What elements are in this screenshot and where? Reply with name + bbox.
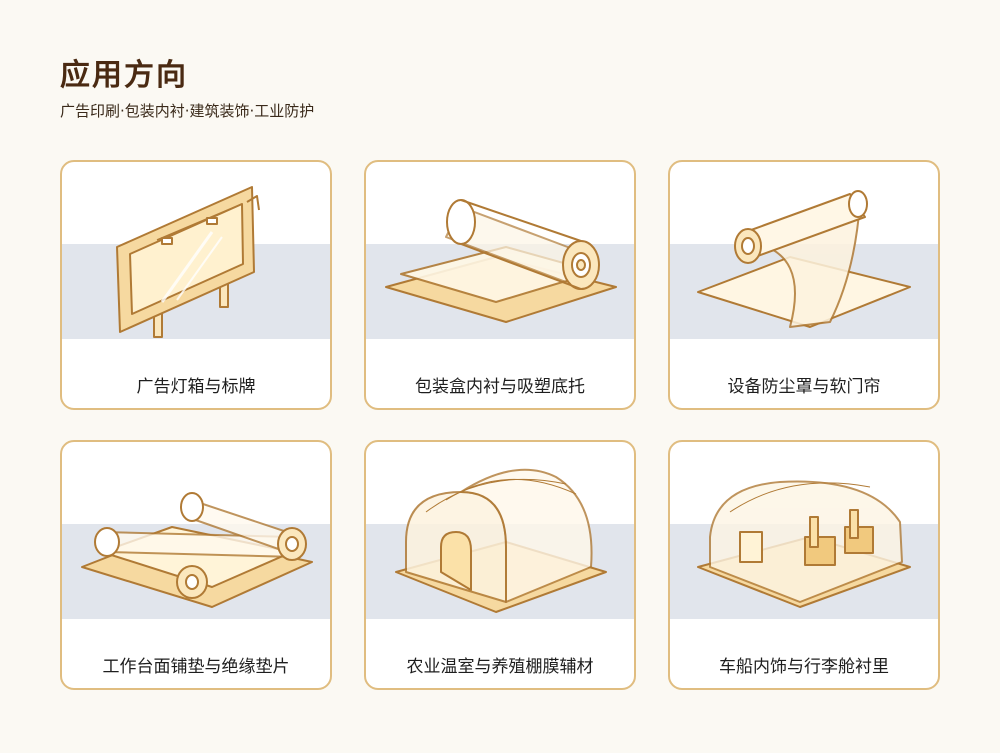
card-label: 农业温室与养殖棚膜辅材 <box>406 657 594 677</box>
application-card-work-mat[interactable]: 工作台面铺垫与绝缘垫片 <box>60 440 332 690</box>
film-roll-sheets-icon <box>385 199 617 323</box>
greenhouse-tunnel-icon <box>395 468 607 613</box>
billboard-icon <box>116 186 260 338</box>
vehicle-interior-lining-icon <box>697 480 911 608</box>
application-card-greenhouse[interactable]: 农业温室与养殖棚膜辅材 <box>364 440 636 690</box>
page-subtitle: 广告印刷·包装内衬·建筑装饰·工业防护 <box>60 102 315 120</box>
card-label: 包装盒内衬与吸塑底托 <box>415 377 585 397</box>
application-card-packaging[interactable]: 包装盒内衬与吸塑底托 <box>364 160 636 410</box>
film-roll-curtain-icon <box>697 190 911 328</box>
page-title: 应用方向 <box>60 58 188 93</box>
card-label: 工作台面铺垫与绝缘垫片 <box>102 657 290 677</box>
application-card-billboard[interactable]: 广告灯箱与标牌 <box>60 160 332 410</box>
rolled-mat-icon <box>81 492 313 608</box>
application-card-dust-cover[interactable]: 设备防尘罩与软门帘 <box>668 160 940 410</box>
card-label: 车船内饰与行李舱衬里 <box>719 657 889 677</box>
card-label: 设备防尘罩与软门帘 <box>727 377 881 397</box>
application-card-vehicle-lining[interactable]: 车船内饰与行李舱衬里 <box>668 440 940 690</box>
card-label: 广告灯箱与标牌 <box>136 377 256 397</box>
